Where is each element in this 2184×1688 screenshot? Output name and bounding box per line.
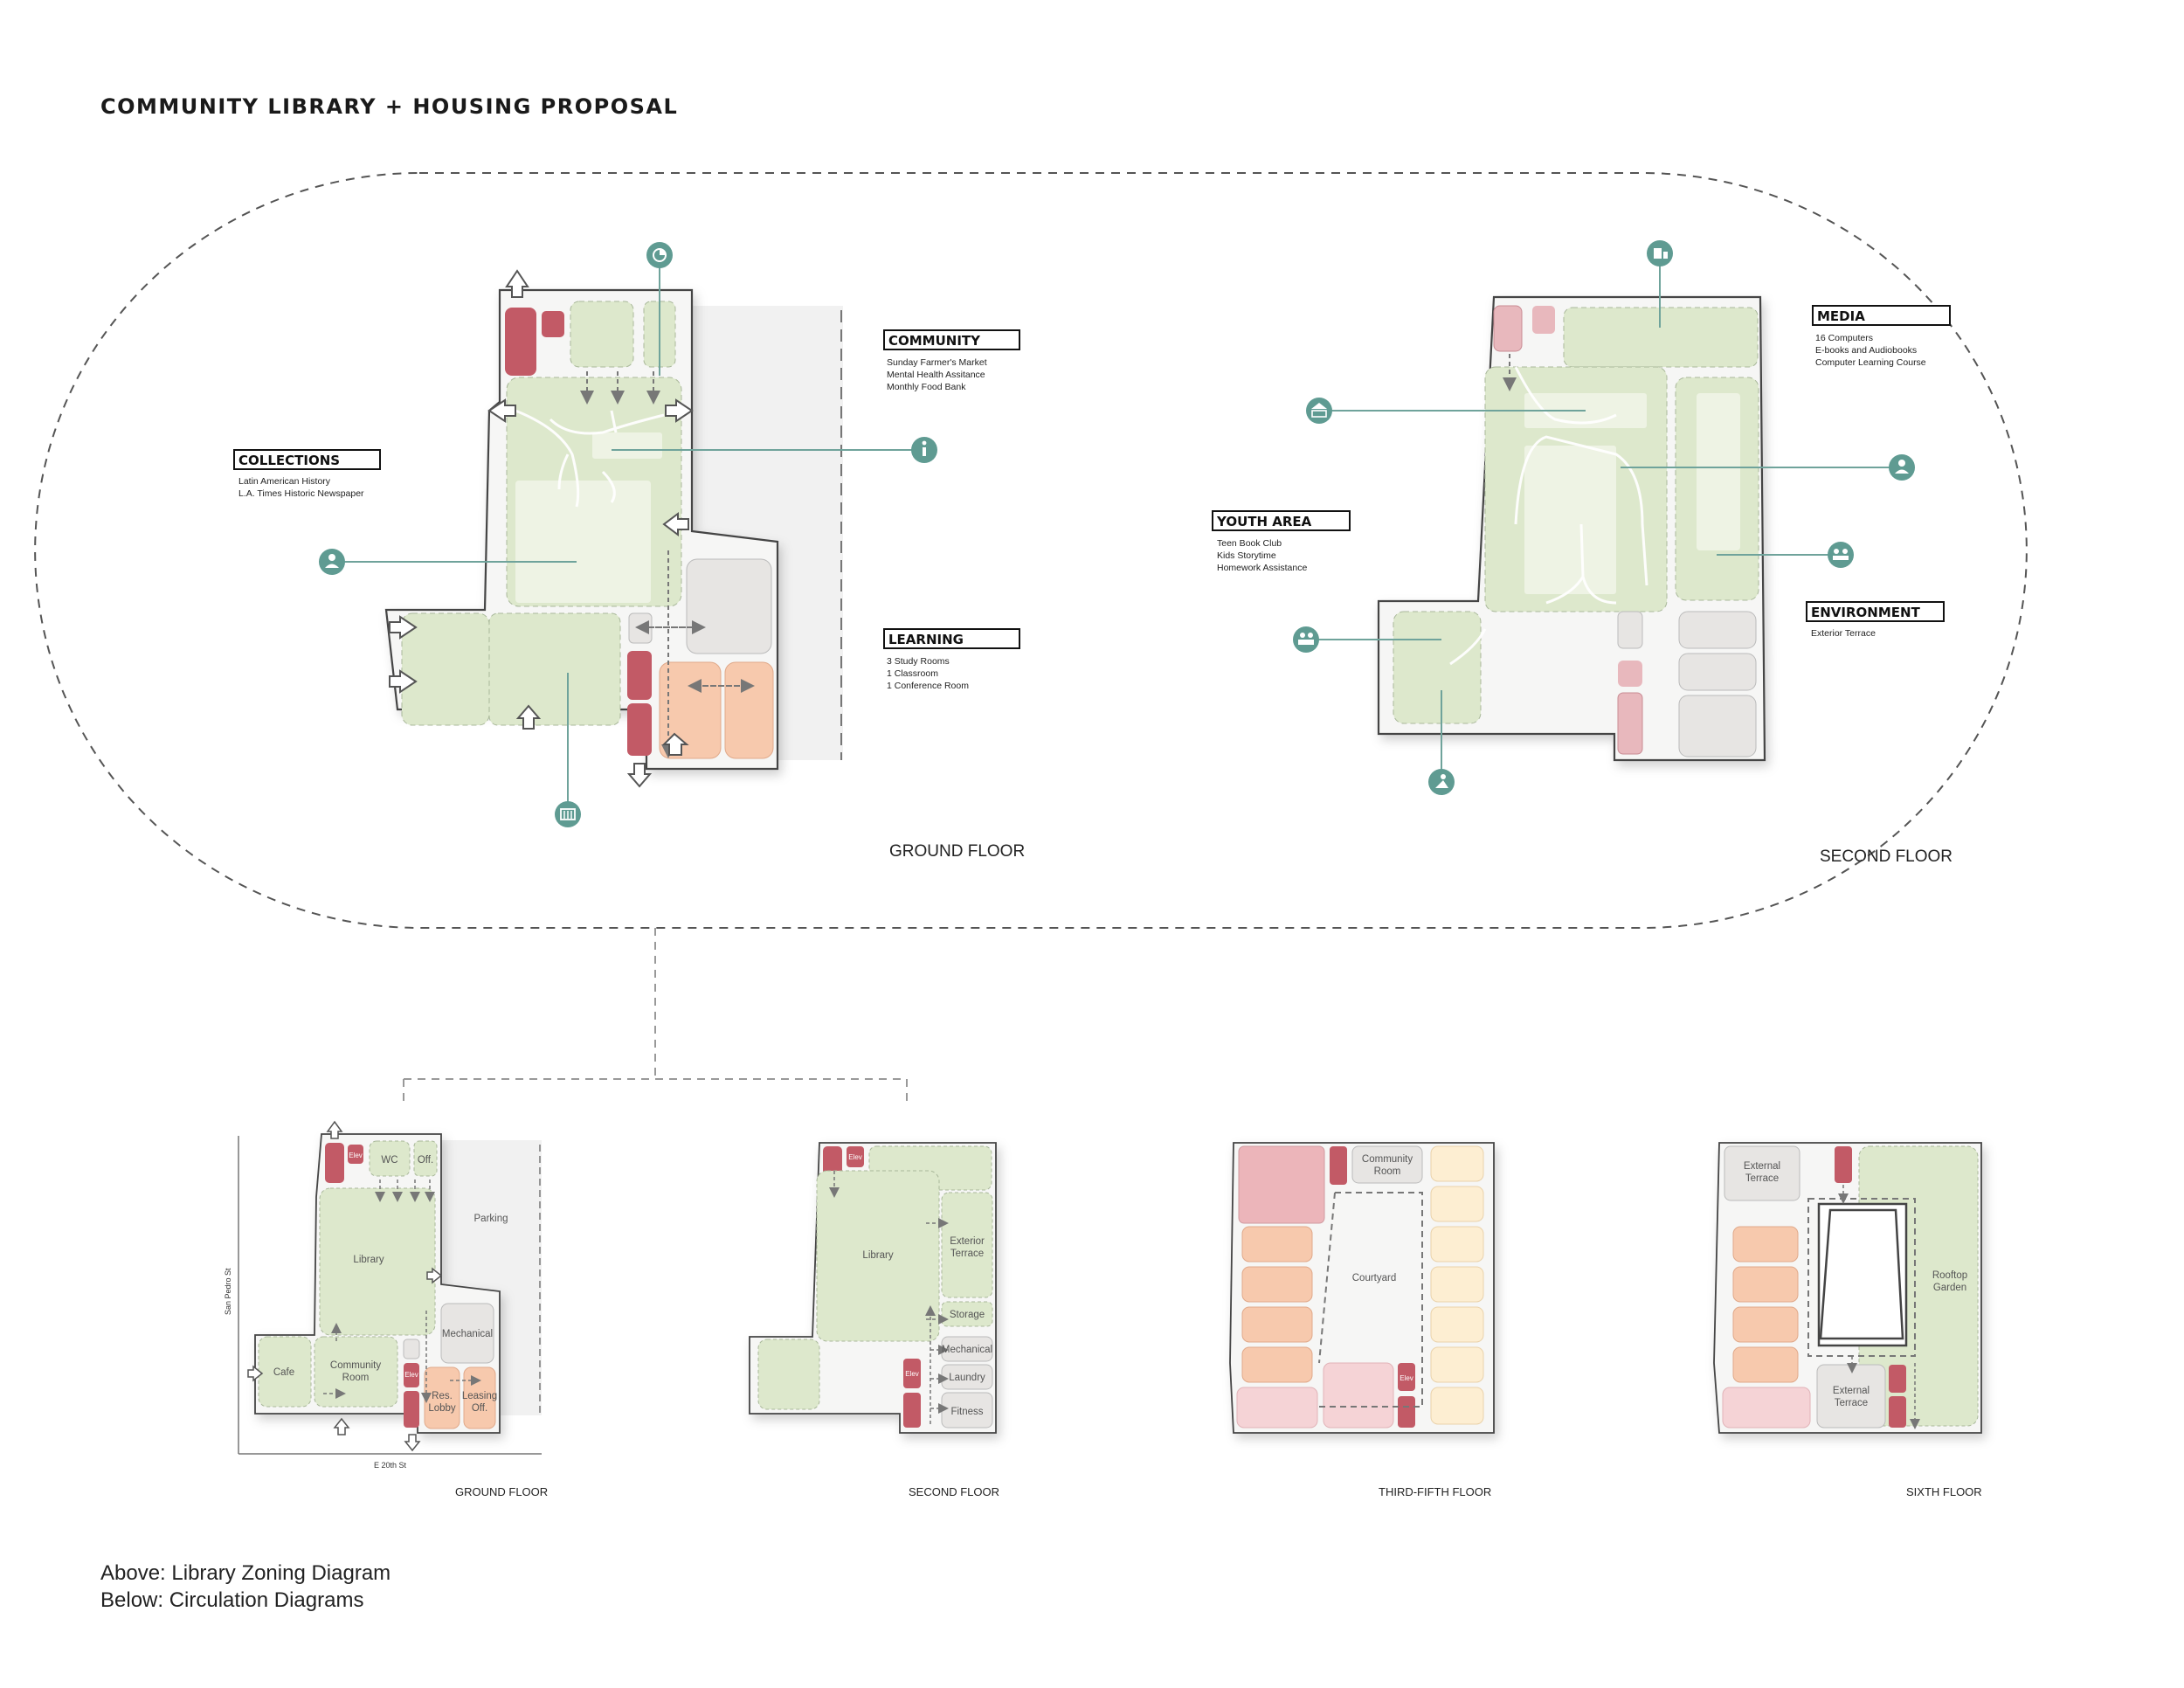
label-learning: LEARNING 3 Study Rooms 1 Classroom 1 Con…	[883, 628, 1020, 691]
svg-text:San Pedro St: San Pedro St	[224, 1268, 232, 1315]
building-icon	[555, 801, 581, 827]
svg-text:Exterior: Exterior	[950, 1236, 985, 1247]
svg-text:Teen Book Club: Teen Book Club	[1217, 538, 1282, 549]
svg-text:Parking: Parking	[474, 1214, 508, 1224]
svg-text:LEARNING: LEARNING	[888, 632, 964, 647]
svg-text:Mechanical: Mechanical	[942, 1345, 992, 1355]
storytime-icon	[1293, 626, 1319, 653]
svg-text:ENVIRONMENT: ENVIRONMENT	[1811, 605, 1921, 620]
svg-text:WC: WC	[381, 1155, 397, 1166]
circ-second-caption: SECOND FLOOR	[909, 1485, 999, 1498]
svg-text:Elev: Elev	[848, 1153, 862, 1161]
svg-text:Mental Health Assitance: Mental Health Assitance	[887, 370, 985, 380]
zoning-second-caption: SECOND FLOOR	[1820, 847, 1952, 866]
svg-text:Community: Community	[1362, 1154, 1413, 1165]
svg-text:Leasing: Leasing	[462, 1391, 497, 1401]
svg-text:1 Conference Room: 1 Conference Room	[887, 681, 969, 691]
svg-text:Elev: Elev	[404, 1371, 418, 1379]
svg-text:Homework Assistance: Homework Assistance	[1217, 563, 1307, 573]
svg-text:Sunday Farmer's Market: Sunday Farmer's Market	[887, 357, 987, 368]
svg-text:1 Classroom: 1 Classroom	[887, 668, 938, 679]
person-icon	[319, 549, 345, 575]
food-icon	[646, 242, 673, 268]
svg-text:Fitness: Fitness	[950, 1407, 983, 1417]
museum-icon	[1306, 398, 1332, 424]
svg-text:E-books and Audiobooks: E-books and Audiobooks	[1815, 345, 1917, 356]
media-icon	[1647, 240, 1673, 266]
svg-text:Library: Library	[862, 1250, 893, 1261]
label-media: MEDIA 16 Computers E-books and Audiobook…	[1812, 305, 1951, 368]
svg-text:MEDIA: MEDIA	[1817, 308, 1865, 324]
svg-text:External: External	[1833, 1386, 1870, 1396]
svg-text:YOUTH AREA: YOUTH AREA	[1216, 514, 1312, 529]
svg-text:Elev: Elev	[349, 1152, 363, 1159]
svg-text:Elev: Elev	[905, 1370, 919, 1378]
label-youth-area: YOUTH AREA Teen Book Club Kids Storytime…	[1212, 510, 1351, 573]
svg-text:Terrace: Terrace	[1835, 1398, 1868, 1408]
zoning-second-floor-plan	[1306, 253, 1900, 782]
footnote-line-1: Above: Library Zoning Diagram	[100, 1561, 391, 1585]
page-title: COMMUNITY LIBRARY + HOUSING PROPOSAL	[100, 94, 679, 119]
svg-text:Lobby: Lobby	[428, 1403, 456, 1414]
reader-icon	[1889, 454, 1915, 481]
svg-text:Courtyard: Courtyard	[1352, 1273, 1397, 1283]
svg-text:Library: Library	[353, 1255, 384, 1265]
family-icon	[1828, 542, 1854, 568]
svg-text:L.A. Times Historic Newspaper: L.A. Times Historic Newspaper	[238, 488, 364, 499]
label-environment: ENVIRONMENT Exterior Terrace	[1806, 601, 1945, 639]
svg-text:Storage: Storage	[950, 1310, 985, 1320]
circ-sixth-caption: SIXTH FLOOR	[1906, 1485, 1982, 1498]
svg-text:Cafe: Cafe	[273, 1367, 294, 1378]
svg-text:COMMUNITY: COMMUNITY	[888, 333, 981, 349]
zoning-ground-floor-plan	[332, 255, 916, 813]
circ-sixth-plan: External Terrace Rooftop Garden External…	[1713, 1142, 1982, 1434]
svg-text:Elev: Elev	[1400, 1374, 1413, 1382]
zoning-connector	[403, 928, 908, 1103]
svg-text:Monthly Food Bank: Monthly Food Bank	[887, 382, 966, 392]
svg-text:Terrace: Terrace	[950, 1249, 984, 1259]
svg-text:16 Computers: 16 Computers	[1815, 333, 1873, 343]
svg-text:Room: Room	[1374, 1166, 1401, 1177]
circ-third-fifth-plan: Community Room Courtyard Elev	[1229, 1142, 1495, 1434]
svg-text:Community: Community	[330, 1360, 381, 1371]
child-icon	[1428, 769, 1455, 795]
svg-text:Res.: Res.	[432, 1391, 453, 1401]
svg-text:Exterior Terrace: Exterior Terrace	[1811, 628, 1876, 639]
svg-text:Garden: Garden	[1933, 1283, 1966, 1293]
info-icon	[911, 437, 937, 463]
zoning-boundary	[34, 172, 2028, 929]
footnote-line-2: Below: Circulation Diagrams	[100, 1588, 364, 1612]
label-collections: COLLECTIONS Latin American History L.A. …	[233, 449, 381, 499]
label-community: COMMUNITY Sunday Farmer's Market Mental …	[883, 329, 1020, 392]
svg-text:Latin American History: Latin American History	[238, 476, 331, 487]
svg-text:Rooftop: Rooftop	[1932, 1270, 1967, 1281]
svg-text:Room: Room	[342, 1373, 370, 1383]
svg-text:External: External	[1744, 1161, 1780, 1172]
svg-text:Laundry: Laundry	[949, 1373, 985, 1383]
svg-text:COLLECTIONS: COLLECTIONS	[238, 453, 340, 468]
circ-second-plan: Library Exterior Terrace Storage Mechani…	[749, 1142, 997, 1434]
svg-text:Computer Learning Course: Computer Learning Course	[1815, 357, 1926, 368]
footnote: Above: Library Zoning Diagram Below: Cir…	[100, 1560, 390, 1614]
svg-text:3 Study Rooms: 3 Study Rooms	[887, 656, 950, 667]
svg-text:Kids Storytime: Kids Storytime	[1217, 550, 1276, 561]
svg-text:Off.: Off.	[418, 1155, 433, 1166]
svg-text:Mechanical: Mechanical	[442, 1329, 493, 1339]
svg-text:Terrace: Terrace	[1745, 1173, 1779, 1184]
svg-text:E 20th St: E 20th St	[374, 1461, 407, 1470]
circ-third-fifth-caption: THIRD-FIFTH FLOOR	[1379, 1485, 1491, 1498]
svg-text:Off.: Off.	[472, 1403, 487, 1414]
circ-ground-caption: GROUND FLOOR	[455, 1485, 548, 1498]
circ-ground-plan: WC Off. Library Parking Mechanical Cafe …	[224, 1120, 542, 1470]
zoning-ground-caption: GROUND FLOOR	[889, 842, 1025, 861]
